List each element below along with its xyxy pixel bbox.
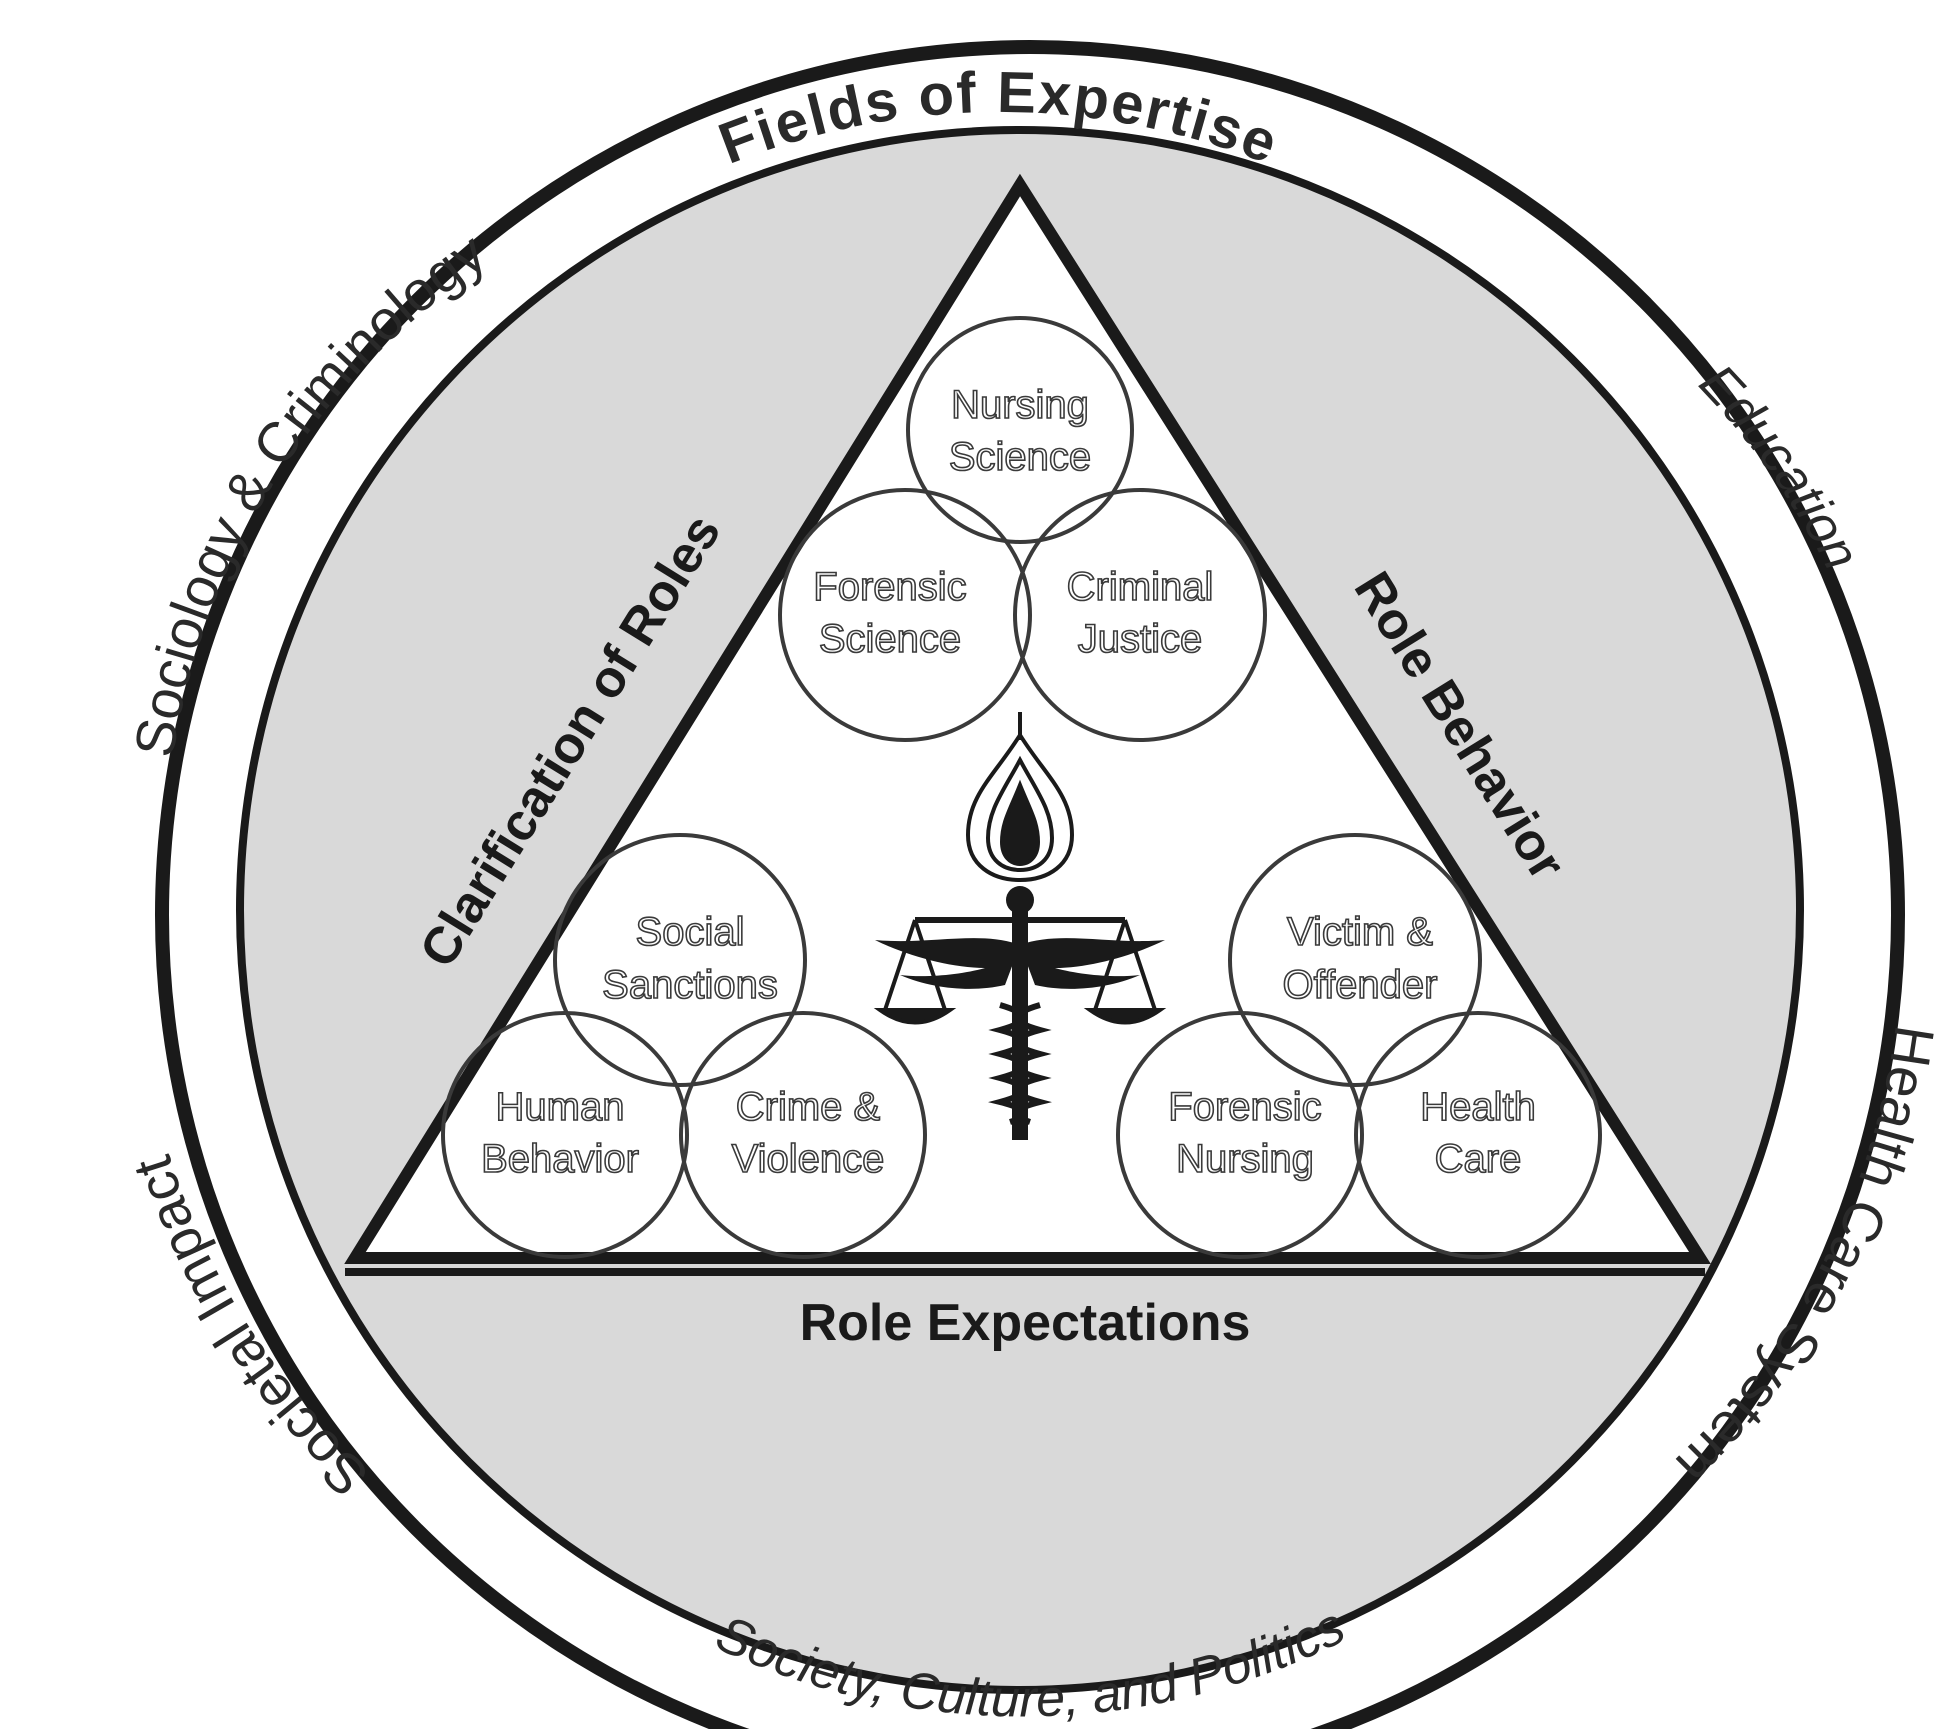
circle-label-human-behavior-1: Human (496, 1085, 625, 1129)
circle-label-social-sanctions-1: Social (636, 910, 745, 954)
circle-victim-offender (1228, 833, 1482, 1087)
circle-forensic-nursing (1116, 1011, 1364, 1259)
circle-label-nursing-science-2: Science (949, 435, 1091, 479)
circle-label-crime-violence-2: Violence (732, 1137, 885, 1181)
scales-of-justice-icon (873, 917, 1167, 1025)
left-circle-group (441, 833, 927, 1259)
circle-label-criminal-justice-1: Criminal (1067, 565, 1214, 609)
top-circle-group (778, 316, 1267, 742)
circle-social-sanctions (553, 833, 807, 1087)
circle-label-crime-violence-1: Crime & (736, 1085, 881, 1129)
triangle-base-label: Role Expectations (800, 1294, 1251, 1352)
circle-label-social-sanctions-2: Sanctions (602, 963, 778, 1007)
circle-label-health-care-1: Health (1420, 1085, 1536, 1129)
circle-label-nursing-science-1: Nursing (951, 383, 1089, 427)
circle-label-forensic-science-2: Science (819, 617, 961, 661)
circle-label-victim-offender-1: Victim & (1287, 910, 1433, 954)
circle-human-behavior (441, 1011, 689, 1259)
central-emblem (873, 712, 1167, 1140)
caduceus-icon (875, 886, 1165, 1140)
circle-criminal-justice (1013, 488, 1267, 742)
circle-label-criminal-justice-2: Justice (1078, 617, 1203, 661)
circle-label-human-behavior-2: Behavior (481, 1137, 639, 1181)
central-triangle (344, 173, 1711, 1264)
circle-crime-violence (679, 1011, 927, 1259)
circle-label-health-care-2: Care (1435, 1137, 1522, 1181)
circle-label-forensic-nursing-2: Nursing (1176, 1137, 1314, 1181)
right-circle-group (1116, 833, 1602, 1259)
circle-health-care (1354, 1011, 1602, 1259)
flame-icon (965, 712, 1075, 883)
circle-forensic-science (778, 488, 1032, 742)
circle-nursing-science (906, 316, 1134, 544)
circle-label-forensic-nursing-1: Forensic (1168, 1085, 1321, 1129)
circle-label-forensic-science-1: Forensic (813, 565, 966, 609)
circle-label-victim-offender-2: Offender (1283, 963, 1438, 1007)
